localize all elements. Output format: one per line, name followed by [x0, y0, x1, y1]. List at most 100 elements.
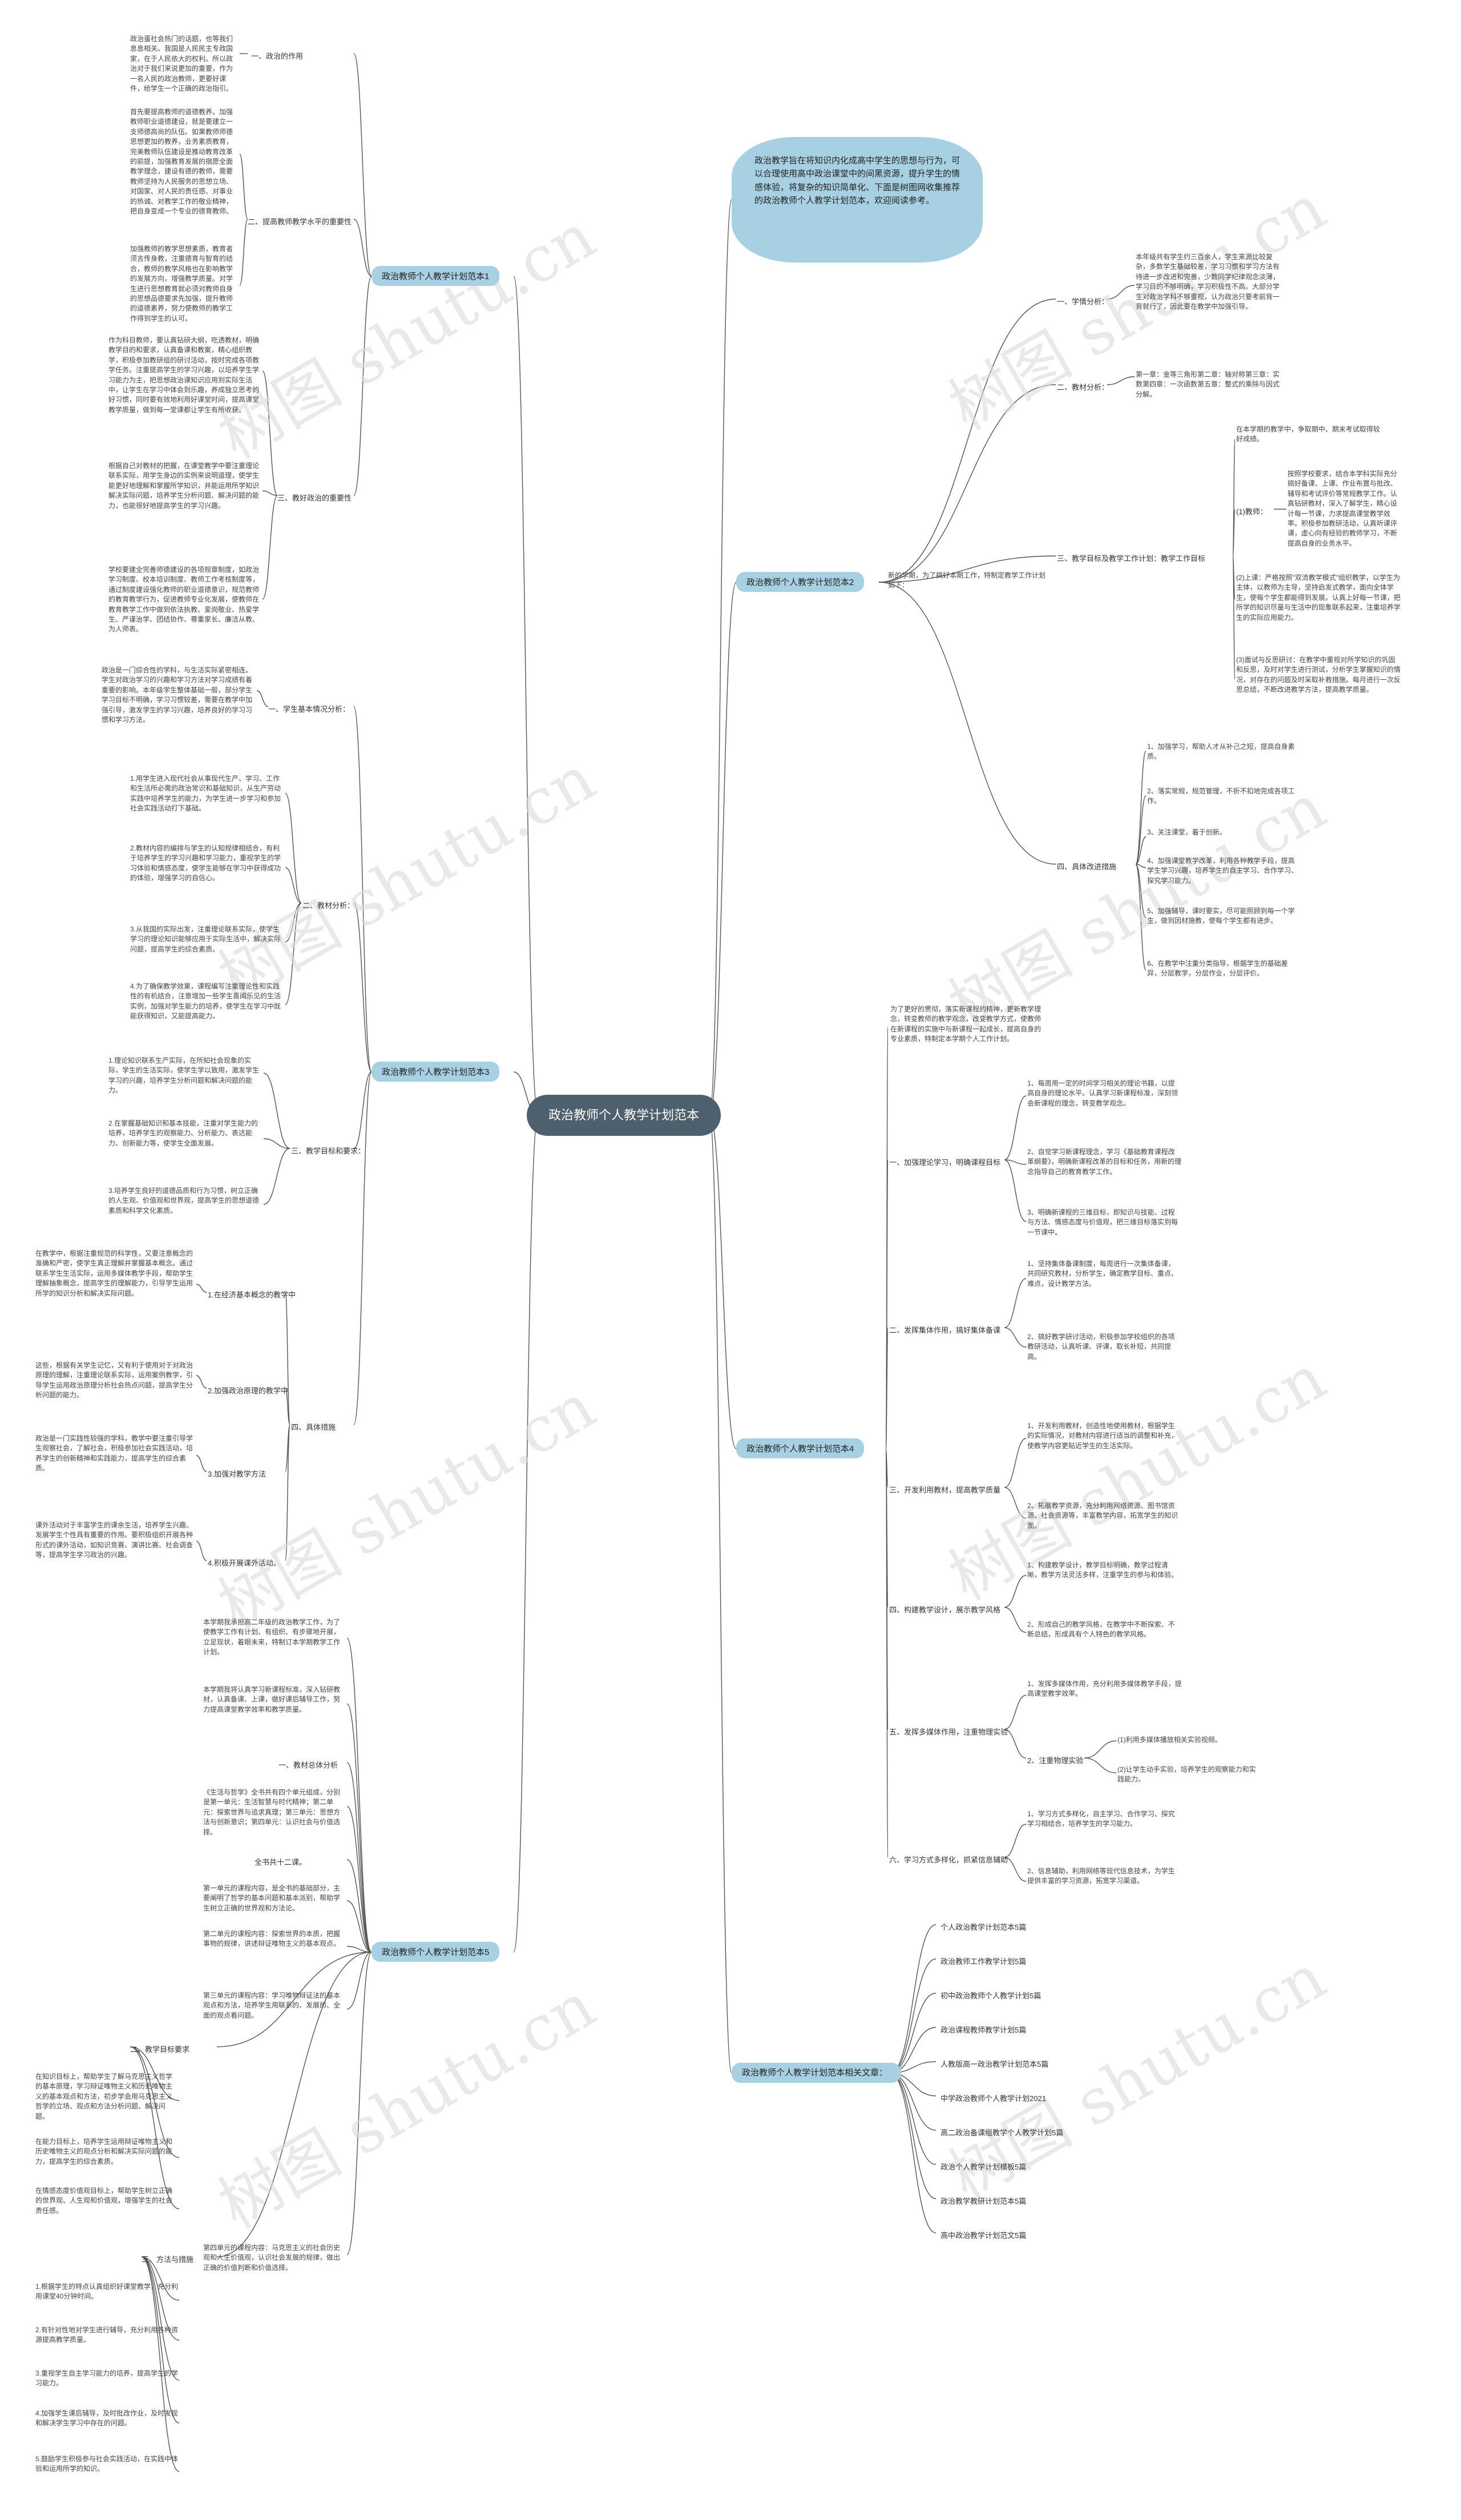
b3-s3-text3: 3.培养学生良好的道德品质和行为习惯，树立正确的人生观、价值观和世界观，提高学生…	[108, 1187, 260, 1215]
connector-line	[1107, 285, 1135, 300]
connector-line	[1004, 1857, 1027, 1882]
b4-s4-label: 四、构建教学设计，展示教学风格	[889, 1606, 1001, 1614]
b4-s6-label: 六、学习方式多样化，抓紧信息辅助	[889, 1856, 1008, 1864]
b4-s5-t2-label: 2、注重物理实验	[1027, 1756, 1084, 1765]
connector-line	[346, 1806, 372, 1953]
connector-line	[141, 2256, 180, 2301]
connector-line	[513, 1115, 539, 1953]
related-article-link[interactable]: 中学政治教师个人教学计划2021	[941, 2094, 1046, 2103]
b2-s3-label: 三、教学目标及教学工作计划：教学工作目标	[1057, 554, 1206, 563]
connector-line	[353, 902, 372, 1072]
b3-s1-text: 政治是一门综合性的学科，与生活实际紧密相连。学生对政治学习的兴趣和学习方法对学习…	[102, 666, 253, 724]
connector-line	[239, 154, 248, 220]
b3-s3-text1: 1.理论知识联系生产实际，在所知社会现象的实际，学生的生活实际，使学生学以致用，…	[108, 1057, 260, 1095]
connector-line	[1004, 1159, 1027, 1165]
connector-line	[1004, 1695, 1027, 1730]
connector-line	[890, 2073, 937, 2233]
related-article-link[interactable]: 政治教师工作教学计划5篇	[941, 1957, 1027, 1966]
connector-line	[885, 1327, 889, 1449]
related-article-link[interactable]: 政治课程教师教学计划5篇	[941, 2026, 1027, 2034]
intro-bubble: 政治教学旨在将知识内化成高中学生的思想与行为，可以合理使用高中政治课堂中的间黑资…	[732, 137, 983, 263]
b3-s4-item-1-text: 在教学中，根据注重规范的科学性，又要注意概念的准确和严密，使学生真正理解并掌握基…	[35, 1249, 193, 1297]
connector-line	[353, 1071, 372, 1425]
connector-line	[1135, 836, 1147, 865]
connector-line	[1004, 1327, 1027, 1348]
connector-line	[1232, 555, 1236, 680]
b5-methods-label: 三、方法与措施	[142, 2255, 194, 2264]
connector-line	[1084, 1757, 1117, 1773]
related-articles-pill[interactable]: 政治教师个人教学计划范本相关文章：	[732, 2063, 901, 2083]
connector-line	[285, 902, 302, 942]
b2-s1-text: 本年级共有学生约三百余人，学生来源比较复杂，多数学生基础较差，学习习惯和学习方法…	[1136, 253, 1280, 311]
b3-s4-item-4-text: 课外活动对于丰富学生的课余生活，培养学生兴趣、发展学生个性具有重要的作用。要积极…	[35, 1521, 193, 1559]
b4-s4-text2: 2、形成自己的教学风格，在教学中不断探索、不断总结，形成具有个人特色的教学风格。	[1027, 1620, 1175, 1639]
b4-s2-label: 二、发挥集体作用，搞好集体备课	[889, 1326, 1001, 1334]
connector-line	[216, 1952, 372, 2257]
central-topic[interactable]: 政治教师个人教学计划范本	[527, 1095, 721, 1136]
b3-s4-item-1-label: 1.在经济基本概念的教学中	[208, 1291, 296, 1299]
branch-2-pill[interactable]: 政治教师个人教学计划范本2	[736, 572, 865, 592]
connector-line	[890, 1958, 937, 2074]
connector-line	[890, 2073, 937, 2131]
b4-s1-label: 一、加强理论学习，明确课程目标	[889, 1158, 1001, 1167]
b3-s3-label: 三、教学目标和要求：	[291, 1147, 366, 1155]
connector-line	[196, 1541, 207, 1561]
b3-s1-label: 一、学生基本情况分析：	[268, 705, 350, 713]
b2-s4-item-6: 6、在教学中注重分类指导，根据学生的基础差异，分层教学，分层作业，分层评价。	[1147, 959, 1288, 978]
connector-line	[1004, 1575, 1027, 1608]
connector-line	[141, 2256, 180, 2472]
related-article-link[interactable]: 个人政治教学计划范本5篇	[941, 1923, 1027, 1932]
connector-line	[130, 2046, 180, 2158]
b4-s5-text2b: (2)让学生动手实验，培养学生的观察能力和实践能力。	[1117, 1765, 1256, 1784]
connector-line	[262, 490, 278, 496]
branch-3-pill[interactable]: 政治教师个人教学计划范本3	[372, 1062, 500, 1082]
connector-line	[263, 1148, 290, 1205]
connector-line	[878, 582, 1056, 865]
b4-s1-text2: 2、自觉学习新课程理念，学习《基础教育课程改革纲要》，明确新课程改革的目标和任务…	[1027, 1148, 1182, 1176]
connector-line	[130, 2046, 180, 2101]
connector-line	[1084, 1740, 1117, 1759]
connector-line	[878, 384, 1056, 583]
related-article-link[interactable]: 政治个人教学计划模板5篇	[941, 2163, 1027, 2171]
related-article-link[interactable]: 初中政治教师个人教学计划5篇	[941, 1991, 1042, 2000]
connector-line	[196, 1284, 207, 1293]
branch-5-pill[interactable]: 政治教师个人教学计划范本5	[372, 1942, 500, 1962]
b2-s1-label: 一、学情分析：	[1057, 297, 1109, 306]
connector-line	[346, 1952, 372, 2255]
related-article-link[interactable]: 高二政治备课组教学个人教学计划5篇	[941, 2128, 1064, 2137]
branch-4-pill[interactable]: 政治教师个人教学计划范本4	[736, 1438, 865, 1458]
related-article-link[interactable]: 人教版高一政治教学计划范本5篇	[941, 2060, 1049, 2069]
connector-line	[130, 2046, 180, 2209]
b4-s4-text1: 1、构建教学设计，教学目标明确，教学过程清晰，教学方法灵活多样，注重学生的参与和…	[1027, 1561, 1179, 1579]
connector-line	[890, 2073, 937, 2199]
b5-goal-3: 在情感态度价值观目标上，帮助学生树立正确的世界观、人生观和价值观，增强学生的社会…	[35, 2187, 173, 2215]
b2-s4-item-1: 1、加强学习，帮助人才从补己之短，提高自身素质。	[1147, 743, 1295, 761]
b3-s2-text1: 1.用学生进入现代社会从事现代生产、学习、工作和生活所必需的政治常识和基础知识，…	[130, 775, 281, 813]
related-article-link[interactable]: 高中政治教学计划范文5篇	[941, 2231, 1027, 2240]
connector-line	[346, 1762, 372, 1953]
connector-line	[1135, 864, 1147, 918]
b3-s4-item-3-label: 3.加强对教学方法	[208, 1470, 266, 1478]
connector-line	[353, 53, 372, 277]
b4-s2-text2: 2、搞好教学研讨活动，积极参加学校组织的各项教研活动，认真听课、评课，取长补短，…	[1027, 1333, 1175, 1361]
b5-text1: 本学期我承担高二年级的政治教学工作，为了使教学工作有计划、有组织、有步骤地开展，…	[203, 1618, 341, 1656]
b4-s5-label: 五、发挥多媒体作用，注重物理实验	[889, 1728, 1008, 1736]
connector-line	[878, 555, 1056, 583]
connector-line	[285, 867, 302, 904]
connector-line	[1004, 1438, 1027, 1488]
connector-line	[285, 1424, 290, 1472]
connector-line	[285, 793, 302, 904]
b4-s1-text1: 1、每周用一定的时间学习相关的理论书籍，以提高自身的理论水平。认真学习新课程标准…	[1027, 1079, 1179, 1107]
b2-s3-text4: (3)面试与反思研讨：在教学中重视对所学知识的巩固和反思，及时对学生进行测试，分…	[1236, 656, 1401, 694]
connector-line	[262, 495, 278, 600]
b5-method-5: 5.鼓励学生积极参与社会实践活动，在实践中体验和运用所学的知识。	[35, 2455, 179, 2473]
b3-s4-item-4-label: 4.积极开展课外活动。	[208, 1559, 281, 1567]
related-article-link[interactable]: 政治教学教研计划范本5篇	[941, 2197, 1027, 2205]
b4-s5-text1: 1、发挥多媒体作用，充分利用多媒体教学手段，提高课堂教学效率。	[1027, 1680, 1182, 1698]
b5-method-3: 3.重视学生自主学习能力的培养，提高学生的学习能力。	[35, 2369, 179, 2388]
b5-t3-label: 一、教材总体分析	[279, 1761, 338, 1769]
connector-line	[885, 1448, 889, 1858]
connector-line	[353, 1071, 372, 1149]
branch-1-pill[interactable]: 政治教师个人教学计划范本1	[372, 266, 500, 286]
connector-line	[196, 1375, 207, 1389]
